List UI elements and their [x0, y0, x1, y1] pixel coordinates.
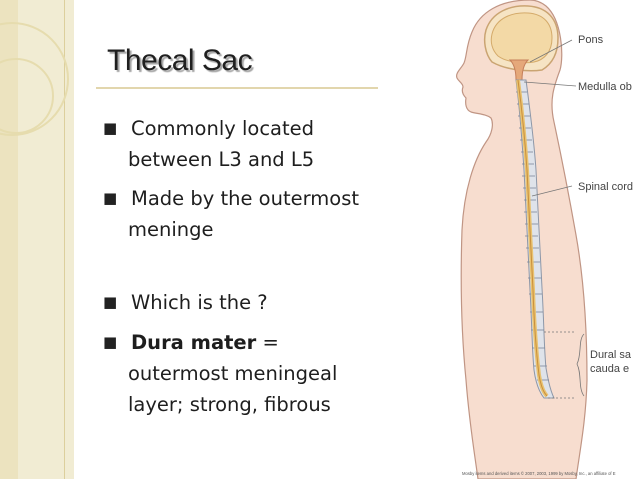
bullet-text-continued: between L3 and L5: [128, 148, 315, 171]
bullet-text-continued: layer; strong, fibrous: [128, 393, 331, 416]
label-pons: Pons: [578, 34, 604, 46]
brain: [490, 12, 553, 64]
label-medulla: Medulla ob: [578, 81, 632, 93]
decorative-side-strip: [0, 0, 74, 479]
bullet-text-continued: meninge: [128, 218, 214, 241]
label-spinal-cord: Spinal cord: [578, 181, 633, 193]
spine-anatomy-figure: Pons Medulla ob Spinal cord Dural sa cau…: [456, 0, 633, 479]
title-divider: [96, 87, 378, 89]
figure-credit: Mosby items and derived items © 2007, 20…: [462, 471, 616, 476]
bullet-square-icon: ■: [103, 293, 118, 311]
bullet-text: =: [256, 331, 279, 354]
bullet-item: ■ Which is the ?: [103, 287, 403, 318]
bullet-text-continued: outermost meningeal: [128, 362, 338, 385]
spinal-cord-core: [517, 79, 548, 397]
bullet-square-icon: ■: [103, 189, 118, 207]
bullet-item: ■ Commonly located between L3 and L5: [103, 113, 403, 175]
bullet-square-icon: ■: [103, 119, 118, 137]
label-cauda-equina: cauda e: [590, 363, 629, 375]
bullet-text: Commonly located: [131, 117, 315, 140]
bullet-item: ■ Made by the outermost meninge: [103, 183, 403, 245]
body-silhouette: [456, 0, 588, 479]
label-dural-sac: Dural sa: [590, 349, 632, 361]
bullet-text: Made by the outermost: [131, 187, 360, 210]
strip-line: [64, 0, 65, 479]
bullet-bold-term: Dura mater: [131, 331, 257, 354]
slide-title: Thecal Sac: [107, 44, 253, 77]
bullet-square-icon: ■: [103, 333, 118, 351]
bullet-item: ■ Dura mater = outermost meningeal layer…: [103, 327, 403, 420]
bullet-text: Which is the ?: [131, 291, 268, 314]
